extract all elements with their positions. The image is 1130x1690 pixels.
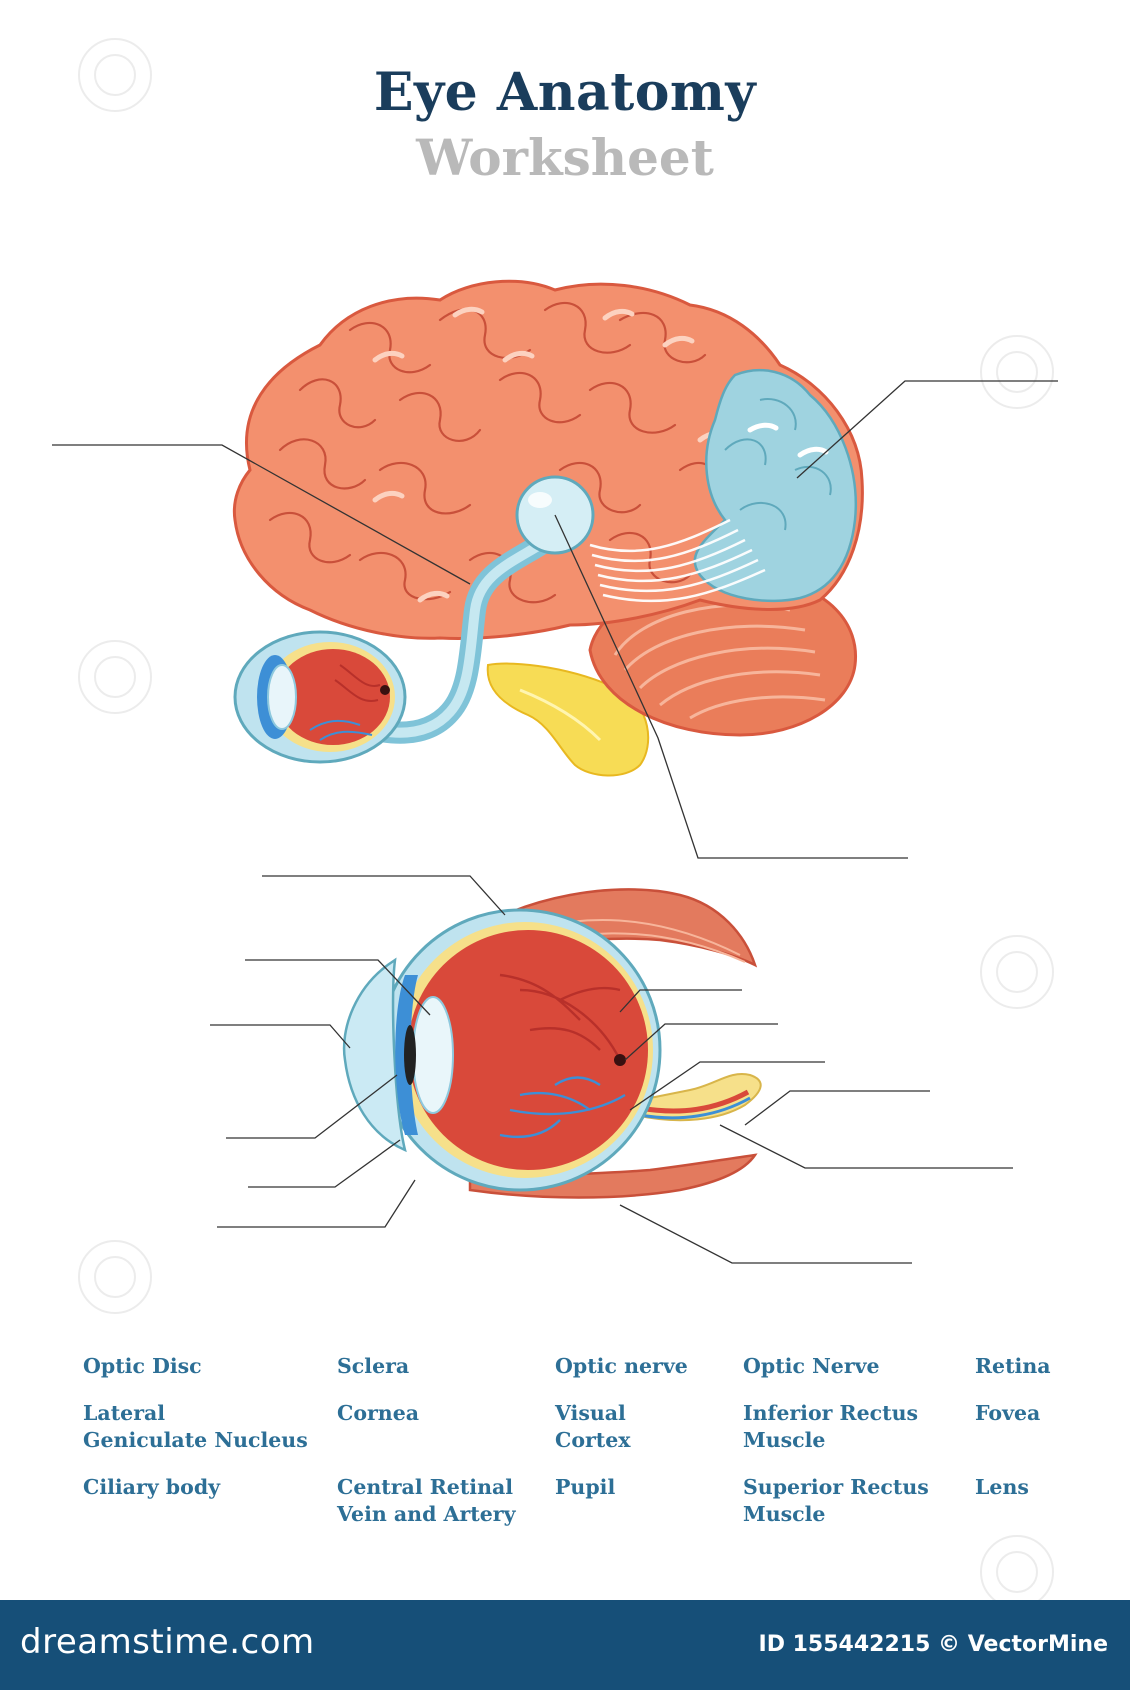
watermark-rosette bbox=[980, 335, 1054, 409]
eye-label-lines bbox=[210, 875, 1013, 1264]
label-line-eye-12 bbox=[619, 1204, 912, 1264]
watermark-rosette bbox=[78, 640, 152, 714]
label-line-eye-8 bbox=[624, 1023, 778, 1061]
term-label: Optic nerve bbox=[555, 1354, 688, 1378]
brainstem bbox=[486, 662, 650, 777]
anatomy-diagram bbox=[52, 279, 1058, 1264]
term-label: Lateral Geniculate Nucleus bbox=[83, 1401, 308, 1452]
label-line-brain-left bbox=[52, 444, 471, 585]
term-label: Visual Cortex bbox=[555, 1401, 631, 1452]
small-eyeball bbox=[233, 630, 407, 764]
label-line-eye-7 bbox=[619, 989, 742, 1013]
visual-cortex bbox=[693, 368, 857, 603]
brain-label-lines bbox=[52, 380, 1058, 859]
label-line-eye-5 bbox=[248, 1139, 401, 1188]
watermark-rosette bbox=[980, 1535, 1054, 1609]
term-label: Superior Rectus Muscle bbox=[743, 1475, 929, 1526]
term-label: Optic Disc bbox=[83, 1354, 202, 1378]
term-label: Lens bbox=[975, 1475, 1029, 1499]
label-line-eye-2 bbox=[245, 959, 431, 1016]
label-line-eye-4 bbox=[226, 1074, 398, 1139]
label-line-eye-10 bbox=[744, 1090, 930, 1126]
lens bbox=[412, 996, 454, 1114]
term-label: Inferior Rectus Muscle bbox=[743, 1401, 919, 1452]
footer-bar: dreamstime.com ID 155442215 © VectorMine bbox=[0, 1600, 1130, 1690]
fovea bbox=[614, 1054, 626, 1066]
watermark-rosette bbox=[78, 38, 152, 112]
label-line-eye-11 bbox=[719, 1124, 1013, 1169]
label-line-eye-9 bbox=[629, 1061, 825, 1111]
term-label: Retina bbox=[975, 1354, 1051, 1378]
large-eyeball bbox=[342, 888, 762, 1199]
cornea bbox=[342, 957, 407, 1153]
watermark-rosette bbox=[78, 1240, 152, 1314]
term-label: Ciliary body bbox=[83, 1475, 221, 1499]
label-line-eye-3 bbox=[210, 1024, 351, 1049]
term-label: Cornea bbox=[337, 1401, 420, 1425]
footer-credit: ID 155442215 © VectorMine bbox=[758, 1632, 1108, 1657]
watermark-rosette bbox=[980, 935, 1054, 1009]
label-line-eye-1 bbox=[262, 875, 506, 916]
brain-illustration bbox=[232, 279, 864, 777]
page-title: Eye Anatomy bbox=[373, 62, 757, 123]
term-label: Sclera bbox=[337, 1354, 410, 1378]
label-line-brain-top-right bbox=[796, 380, 1058, 479]
label-line-eye-6 bbox=[217, 1179, 416, 1228]
page-subtitle: Worksheet bbox=[416, 128, 714, 187]
label-line-brain-bottom bbox=[554, 514, 908, 859]
term-label: Central Retinal Vein and Artery bbox=[337, 1475, 516, 1526]
term-label: Optic Nerve bbox=[743, 1354, 880, 1378]
term-label: Pupil bbox=[555, 1475, 616, 1499]
term-label: Fovea bbox=[975, 1401, 1041, 1425]
footer-logo: dreamstime.com bbox=[20, 1622, 315, 1662]
